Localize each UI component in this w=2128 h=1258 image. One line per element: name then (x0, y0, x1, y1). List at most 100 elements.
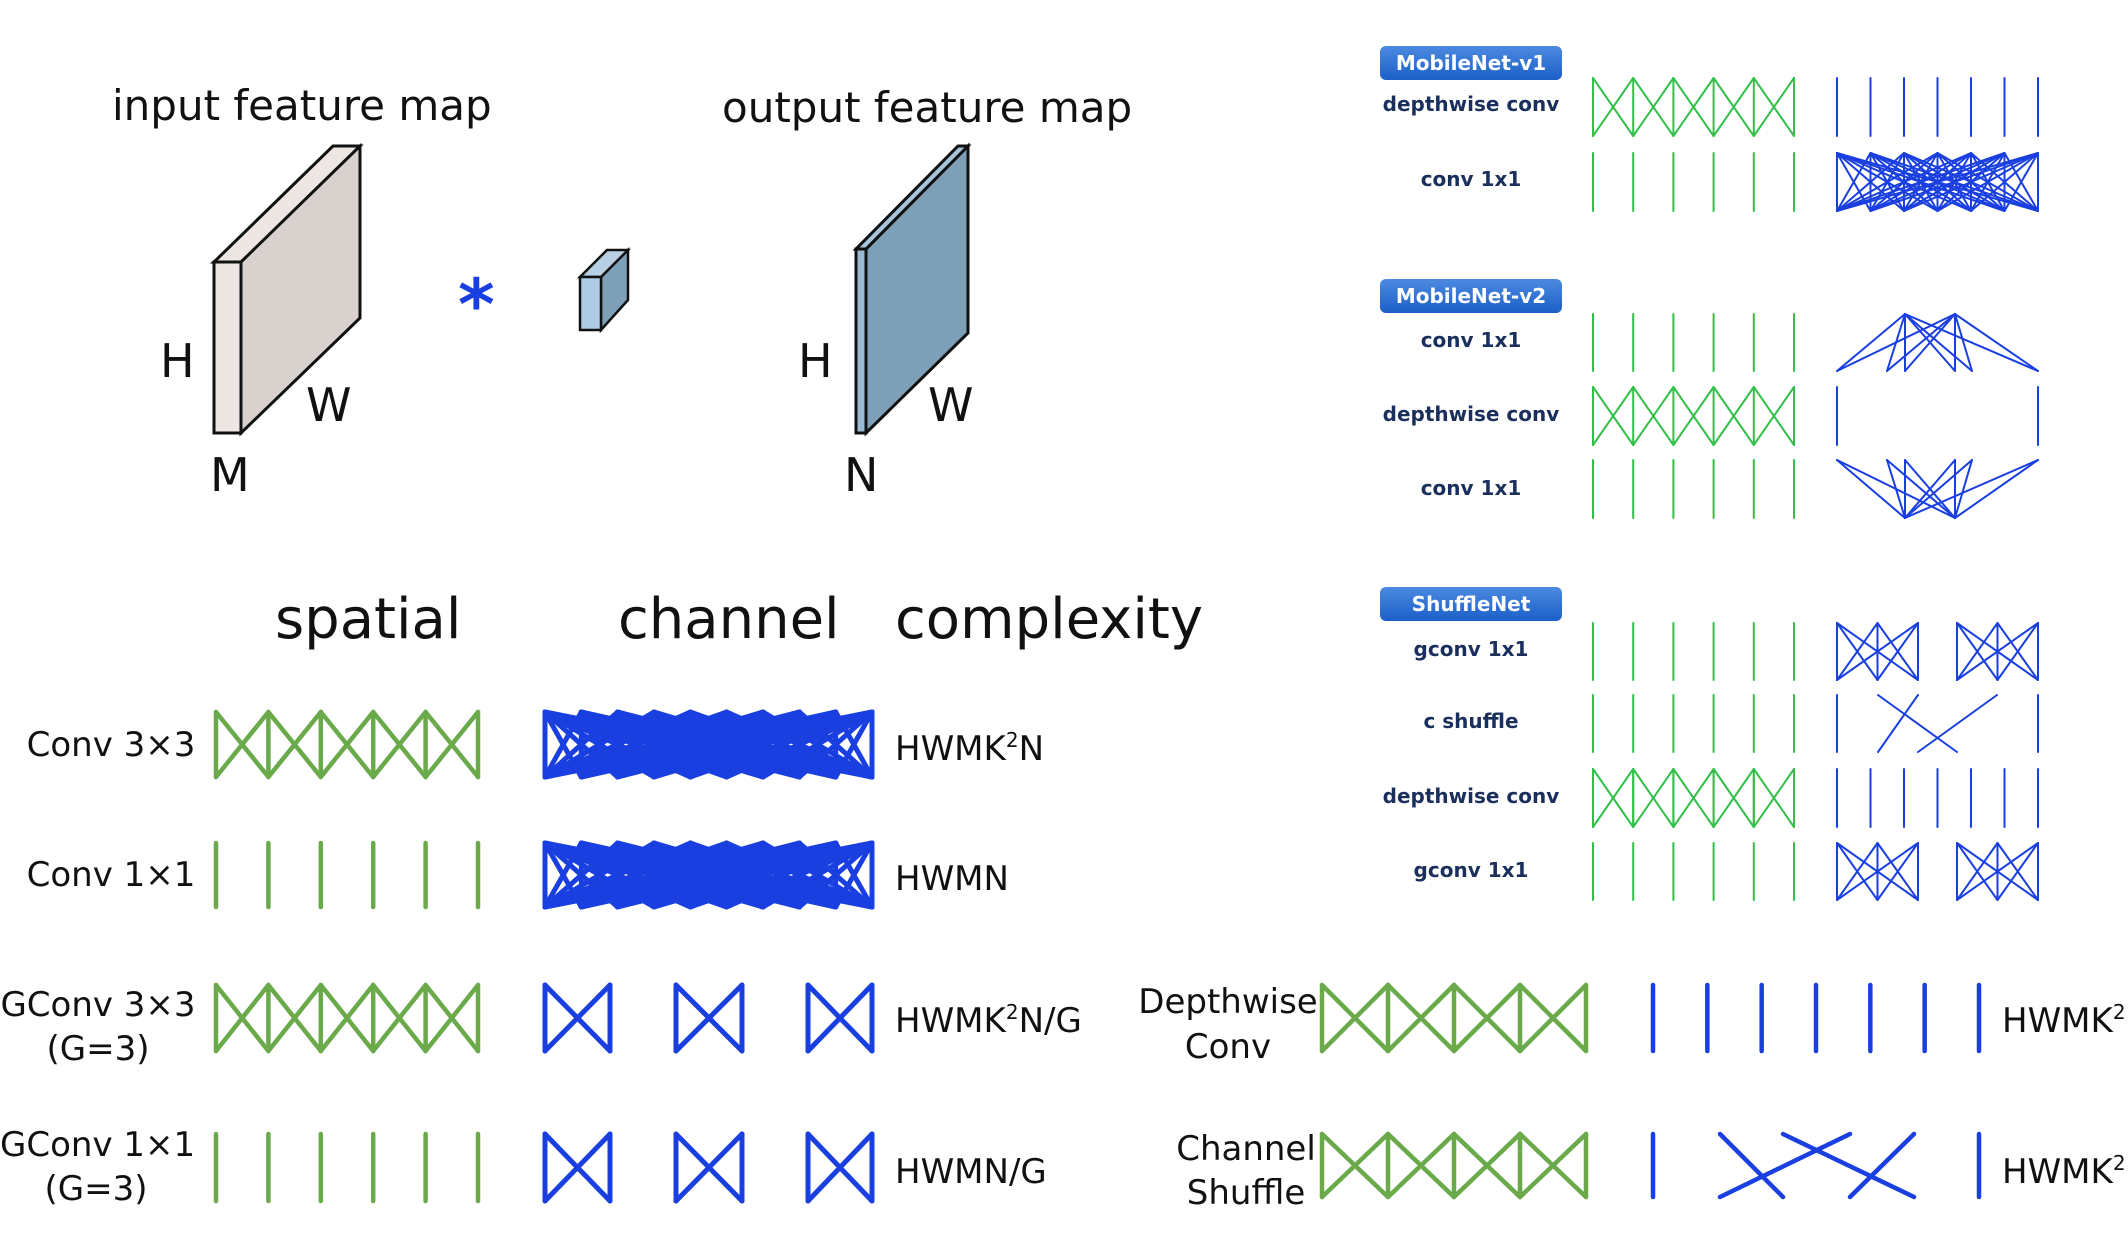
channel-gconv3x3-line (542, 982, 613, 1054)
row-label-depthwise-conv: Conv (1184, 1027, 1272, 1067)
mobilenet-v1-conv1x1-blue-line (1836, 152, 1972, 212)
mobilenet-v2-expand-line (1904, 313, 1973, 372)
channel-gconv1x1-line (673, 1131, 745, 1204)
mobilenet-v2-depthwise-line (1592, 386, 1635, 446)
spatial-conv3x3-line (318, 709, 376, 780)
row-label-gconv3x3-groups: (G=3) (46, 1029, 150, 1069)
row-label-gconv1x1: GConv 1×1 (0, 1125, 196, 1165)
spatial-depthwise-line (1319, 982, 1391, 1054)
row-label-conv3x3: Conv 3×3 (26, 725, 196, 765)
complexity-conv3x3: HWMK2N (895, 728, 1044, 769)
layer-label-v2-depthwise: depthwise conv (1382, 402, 1560, 426)
input-feature-map-title: input feature map (112, 81, 492, 130)
spatial-depthwise-line (1451, 982, 1523, 1054)
row-label-conv1x1: Conv 1×1 (26, 855, 196, 895)
mobilenet-v1-conv1x1-blue-line (1936, 152, 2039, 212)
channel-conv1x1-line (724, 840, 875, 910)
input-w-label: W (306, 378, 352, 432)
spatial-shuffle-line (1385, 1131, 1457, 1200)
spatial-gconv3x3-line (318, 982, 376, 1054)
mobilenet-v1-depthwise-line (1712, 77, 1755, 137)
shufflenet-shuffle-blue-line (1917, 694, 1998, 753)
spatial-depthwise-line (1385, 982, 1457, 1054)
input-h-label: H (160, 334, 195, 388)
badge-mobilenet-v2: MobileNet-v2 (1380, 279, 1562, 313)
spatial-shuffle-line (1319, 1131, 1391, 1200)
shufflenet-gconv-bottom-blue-line (1956, 842, 2039, 901)
spatial-conv3x3-line (213, 709, 271, 780)
spatial-conv3x3-line (266, 709, 324, 780)
layer-label-v2-conv1x1-bottom: conv 1x1 (1420, 476, 1522, 500)
convolution-asterisk-icon: * (458, 264, 495, 346)
shufflenet-gconv-top-blue-line (1956, 622, 2039, 681)
mobilenet-v1-conv1x1-blue-line (1869, 152, 2039, 212)
column-header-spatial: spatial (275, 587, 462, 652)
badge-shufflenet: ShuffleNet (1380, 587, 1562, 621)
mobilenet-v2-expand-line (1836, 313, 1956, 372)
channel-conv3x3-line (542, 709, 621, 780)
mobilenet-v2-project-line (1904, 459, 1973, 519)
spatial-shuffle-line (1517, 1131, 1589, 1200)
mobilenet-v2-project-line (1904, 459, 1956, 519)
layer-label-shufflenet-shuffle: c shuffle (1423, 709, 1519, 733)
channel-gconv3x3-line (805, 982, 875, 1054)
channel-gconv1x1-line (542, 1131, 613, 1204)
complexity-gconv3x3: HWMK2N/G (895, 1000, 1082, 1041)
spatial-shuffle-line (1451, 1131, 1523, 1200)
mobilenet-v2-project-line (1886, 459, 1956, 519)
layer-label-v1-depthwise: depthwise conv (1382, 92, 1560, 116)
shufflenet-gconv-top-blue-line (1876, 622, 1919, 681)
spatial-gconv3x3-line (370, 982, 428, 1054)
channel-conv3x3-line (542, 709, 584, 780)
input-m-label: M (210, 448, 250, 502)
channel-conv1x1-line (833, 840, 875, 910)
row-label-gconv1x1-groups: (G=3) (44, 1169, 148, 1209)
channel-shuffle-line (1717, 1131, 1786, 1200)
shufflenet-shuffle-blue-line (1877, 694, 1958, 753)
channel-shuffle-line (1717, 1131, 1853, 1200)
shufflenet-gconv-top-blue-line (1836, 622, 1879, 681)
output-w-label: W (928, 378, 974, 432)
shufflenet-gconv-top-blue-line (1996, 622, 2039, 681)
layer-label-shufflenet-gconv-top: gconv 1x1 (1413, 637, 1529, 661)
spatial-conv3x3-line (370, 709, 428, 780)
mobilenet-v2-expand-line (1954, 313, 1973, 372)
input-feature-map-cube (209, 142, 364, 437)
kernel-cube (576, 246, 632, 334)
row-label-shuffle: Shuffle (1186, 1173, 1306, 1213)
shufflenet-gconv-bottom-blue-line (1876, 842, 1919, 901)
output-h-label: H (798, 334, 833, 388)
spatial-conv3x3-line (423, 709, 481, 780)
mobilenet-v1-conv1x1-blue-line (1903, 152, 2039, 212)
channel-conv3x3-line (760, 709, 875, 780)
output-feature-map-slab (852, 142, 972, 437)
row-label-depthwise: Depthwise (1138, 982, 1318, 1022)
shufflenet-gconv-bottom-blue-line (1956, 842, 1999, 901)
mobilenet-v1-conv1x1-blue-line (1836, 152, 1905, 212)
column-header-channel: channel (618, 587, 840, 652)
layer-label-v2-conv1x1-top: conv 1x1 (1420, 328, 1522, 352)
mobilenet-v1-depthwise-line (1672, 77, 1715, 137)
shufflenet-gconv-bottom-blue-line (1996, 842, 2039, 901)
output-feature-map-title: output feature map (722, 83, 1133, 132)
mobilenet-v2-depthwise-line (1712, 386, 1755, 446)
mobilenet-v2-expand-line (1954, 313, 2039, 372)
layer-label-v1-conv1x1: conv 1x1 (1420, 167, 1522, 191)
output-n-label: N (844, 448, 879, 502)
shufflenet-gconv-bottom-blue-line (1836, 842, 1879, 901)
complexity-depthwise: HWMK2 (2002, 1000, 2126, 1041)
mobilenet-v2-project-line (1904, 459, 2039, 519)
row-label-channel: Channel (1176, 1129, 1316, 1169)
channel-shuffle-line (1780, 1131, 1917, 1200)
column-header-complexity: complexity (895, 587, 1203, 652)
mobilenet-v2-project-line (1954, 459, 2039, 519)
mobilenet-v1-conv1x1-blue-line (1970, 152, 2039, 212)
badge-mobilenet-v1: MobileNet-v1 (1380, 46, 1562, 80)
shufflenet-depthwise-green-line (1712, 768, 1755, 828)
connection-patterns (213, 77, 2039, 1204)
layer-label-shufflenet-gconv-bottom: gconv 1x1 (1413, 858, 1529, 882)
shufflenet-depthwise-green-line (1632, 768, 1675, 828)
mobilenet-v1-depthwise-line (1752, 77, 1795, 137)
spatial-depthwise-line (1517, 982, 1589, 1054)
mobilenet-v2-project-line (1954, 459, 1973, 519)
